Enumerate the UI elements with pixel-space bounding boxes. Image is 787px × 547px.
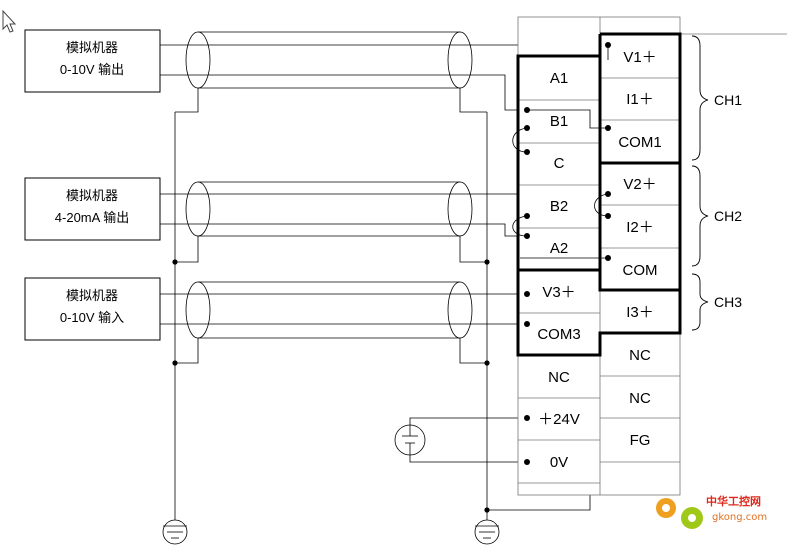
terminal-FG: FG [630,432,651,449]
terminal-A2: A2 [550,240,568,257]
source-3-line1: 模拟机器 [66,288,118,303]
ground-symbol-left [162,519,188,545]
terminal-24V: ＋24V [538,411,580,428]
watermark-logo: 中华工控网 gkong.com [656,494,767,529]
shielded-cable-3 [185,281,473,339]
jumper-wires [512,45,609,259]
terminal-B2: B2 [550,198,568,215]
terminal-COM1: COM1 [618,134,661,151]
terminal-0V: 0V [550,454,568,471]
terminal-COM3: COM3 [537,326,580,343]
shielded-cable-2 [185,181,473,237]
terminal-V1: V1＋ [623,49,656,66]
channel-braces [691,35,709,331]
source-3-line2: 0-10V 输入 [60,310,124,325]
terminal-V3: V3＋ [542,284,575,301]
terminal-NC-left: NC [548,369,570,386]
terminal-V2: V2＋ [623,176,656,193]
terminal-A1: A1 [550,70,568,87]
watermark-url: gkong.com [712,512,767,523]
channel-label-3: CH3 [714,294,742,310]
shielded-cable-1 [185,31,473,89]
ground-symbol-right [474,519,500,545]
power-supply-symbol [394,417,520,463]
source-box-2: 模拟机器 4-20mA 输出 [24,177,161,241]
terminal-COM: COM [623,262,658,279]
terminal-NC-right-2: NC [629,390,651,407]
cursor-icon [2,9,17,33]
terminal-dots [524,42,611,465]
source-2-line1: 模拟机器 [66,188,118,203]
source-1-line1: 模拟机器 [66,40,118,55]
channel-label-2: CH2 [714,208,742,224]
terminal-I2: I2＋ [626,219,654,236]
terminal-block: A1 B1 C B2 A2 V3＋ COM3 NC ＋24V 0V V1＋ I1… [516,16,787,496]
source-1-line2: 0-10V 输出 [60,62,124,77]
junction-dots [172,259,490,513]
source-2-line2: 4-20mA 输出 [55,210,129,225]
terminal-NC-right-1: NC [629,347,651,364]
terminal-C: C [554,155,565,172]
signal-wires [160,44,520,325]
terminal-B1: B1 [550,113,568,130]
channel-label-1: CH1 [714,92,742,108]
source-box-3: 模拟机器 0-10V 输入 [24,277,161,341]
terminal-I3: I3＋ [626,304,654,321]
source-box-1: 模拟机器 0-10V 输出 [24,29,161,93]
watermark-brand: 中华工控网 [706,494,761,508]
terminal-I1: I1＋ [626,91,654,108]
